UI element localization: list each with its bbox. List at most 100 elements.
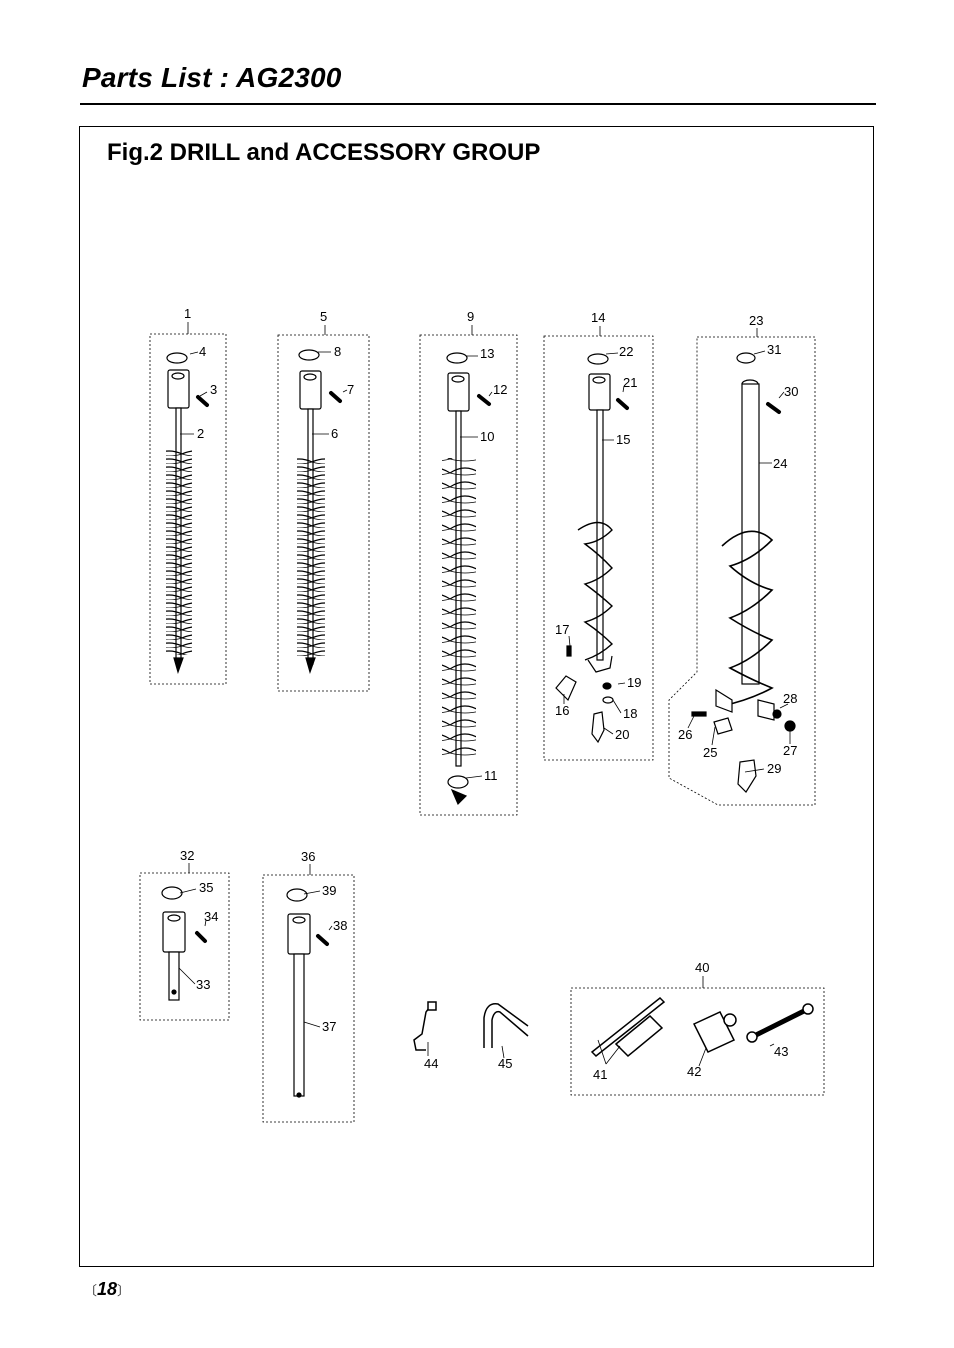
title-divider	[80, 103, 876, 105]
page-number: 〔18〕	[84, 1279, 131, 1299]
part-label-7: 7	[347, 382, 354, 397]
part-label-18: 18	[623, 706, 637, 721]
flighting-icon	[297, 456, 325, 656]
extension-rod-32	[161, 886, 207, 1001]
nut-icon	[784, 720, 796, 732]
part-label-35: 35	[199, 880, 213, 895]
clip-ring-icon	[446, 352, 468, 364]
part-label-19: 19	[627, 675, 641, 690]
auger-drill-1	[166, 352, 209, 674]
handle-icon	[483, 1003, 529, 1048]
part-label-36: 36	[301, 849, 315, 864]
part-label-29: 29	[767, 761, 781, 776]
clip-ring-icon	[161, 886, 183, 900]
group-box-23	[668, 336, 816, 806]
part-label-12: 12	[493, 382, 507, 397]
part-label-24: 24	[773, 456, 787, 471]
figure-frame	[79, 126, 874, 1267]
clip-ring-icon	[298, 349, 320, 361]
auger-drill-14	[555, 353, 629, 744]
part-label-31: 31	[767, 342, 781, 357]
part-label-45: 45	[498, 1056, 512, 1071]
shaft-icon	[596, 409, 604, 661]
accessories	[413, 996, 814, 1058]
part-label-40: 40	[695, 960, 709, 975]
pin-icon	[766, 402, 781, 414]
bolt-icon	[566, 645, 572, 657]
clip-ring-icon	[286, 888, 308, 902]
clip-ring-icon	[166, 352, 188, 364]
group-box-9	[419, 334, 518, 816]
part-label-39: 39	[322, 883, 336, 898]
pin-icon	[316, 934, 329, 946]
auger-drill-5	[297, 349, 342, 674]
part-label-4: 4	[199, 344, 206, 359]
part-label-14: 14	[591, 310, 605, 325]
part-label-1: 1	[184, 306, 191, 321]
page-title: Parts List : AG2300	[82, 62, 342, 93]
part-label-30: 30	[784, 384, 798, 399]
part-label-17: 17	[555, 622, 569, 637]
rod-icon	[293, 953, 305, 1097]
part-label-23: 23	[749, 313, 763, 328]
group-box-32	[139, 872, 230, 1021]
leader-lines	[178, 322, 791, 1067]
washer-icon	[602, 696, 614, 704]
dashed-group-boxes	[139, 333, 825, 1123]
blade-icon	[555, 675, 577, 702]
group-box-36	[262, 874, 355, 1123]
part-label-20: 20	[615, 727, 629, 742]
screwdriver-blade-icon	[590, 996, 666, 1058]
pin-icon	[195, 931, 207, 943]
wrench-icon	[752, 1007, 808, 1039]
part-label-43: 43	[774, 1044, 788, 1059]
part-label-21: 21	[623, 375, 637, 390]
clip-ring-icon	[736, 352, 756, 364]
part-label-16: 16	[555, 703, 569, 718]
bit-icon	[447, 775, 469, 789]
extension-rod-36	[286, 888, 329, 1098]
screwdriver-icon	[614, 1014, 664, 1058]
shaft-icon	[741, 383, 760, 685]
group-box-5	[277, 334, 370, 692]
tooth-icon	[713, 717, 733, 735]
part-label-42: 42	[687, 1064, 701, 1079]
bit-icon	[737, 759, 757, 793]
part-label-25: 25	[703, 745, 717, 760]
pin-icon	[477, 394, 491, 406]
part-label-15: 15	[616, 432, 630, 447]
part-label-26: 26	[678, 727, 692, 742]
part-label-6: 6	[331, 426, 338, 441]
page-number-value: 18	[97, 1279, 118, 1299]
part-label-13: 13	[480, 346, 494, 361]
part-label-22: 22	[619, 344, 633, 359]
auger-drill-9	[442, 352, 491, 806]
washer-icon	[772, 709, 782, 719]
part-label-9: 9	[467, 309, 474, 324]
pin-icon	[329, 391, 342, 403]
part-label-10: 10	[480, 429, 494, 444]
part-label-37: 37	[322, 1019, 336, 1034]
group-box-14	[543, 335, 654, 761]
figure-title: Fig.2 DRILL and ACCESSORY GROUP	[107, 139, 541, 166]
flighting-icon	[166, 450, 192, 655]
bit-icon	[591, 711, 605, 744]
part-label-38: 38	[333, 918, 347, 933]
part-label-34: 34	[204, 909, 218, 924]
part-label-33: 33	[196, 977, 210, 992]
part-label-32: 32	[180, 848, 194, 863]
clip-ring-icon	[587, 353, 609, 365]
part-label-44: 44	[424, 1056, 438, 1071]
hook-icon	[413, 1003, 433, 1051]
part-label-3: 3	[210, 382, 217, 397]
nut-icon	[602, 682, 612, 690]
pin-icon	[196, 395, 209, 407]
part-label-5: 5	[320, 309, 327, 324]
part-label-41: 41	[593, 1067, 607, 1082]
part-number-labels: 1234567891011121314151617181920212223242…	[180, 306, 798, 1082]
pin-icon	[616, 398, 629, 410]
part-label-11: 11	[484, 768, 498, 783]
part-label-8: 8	[334, 344, 341, 359]
bolt-icon	[691, 711, 707, 717]
